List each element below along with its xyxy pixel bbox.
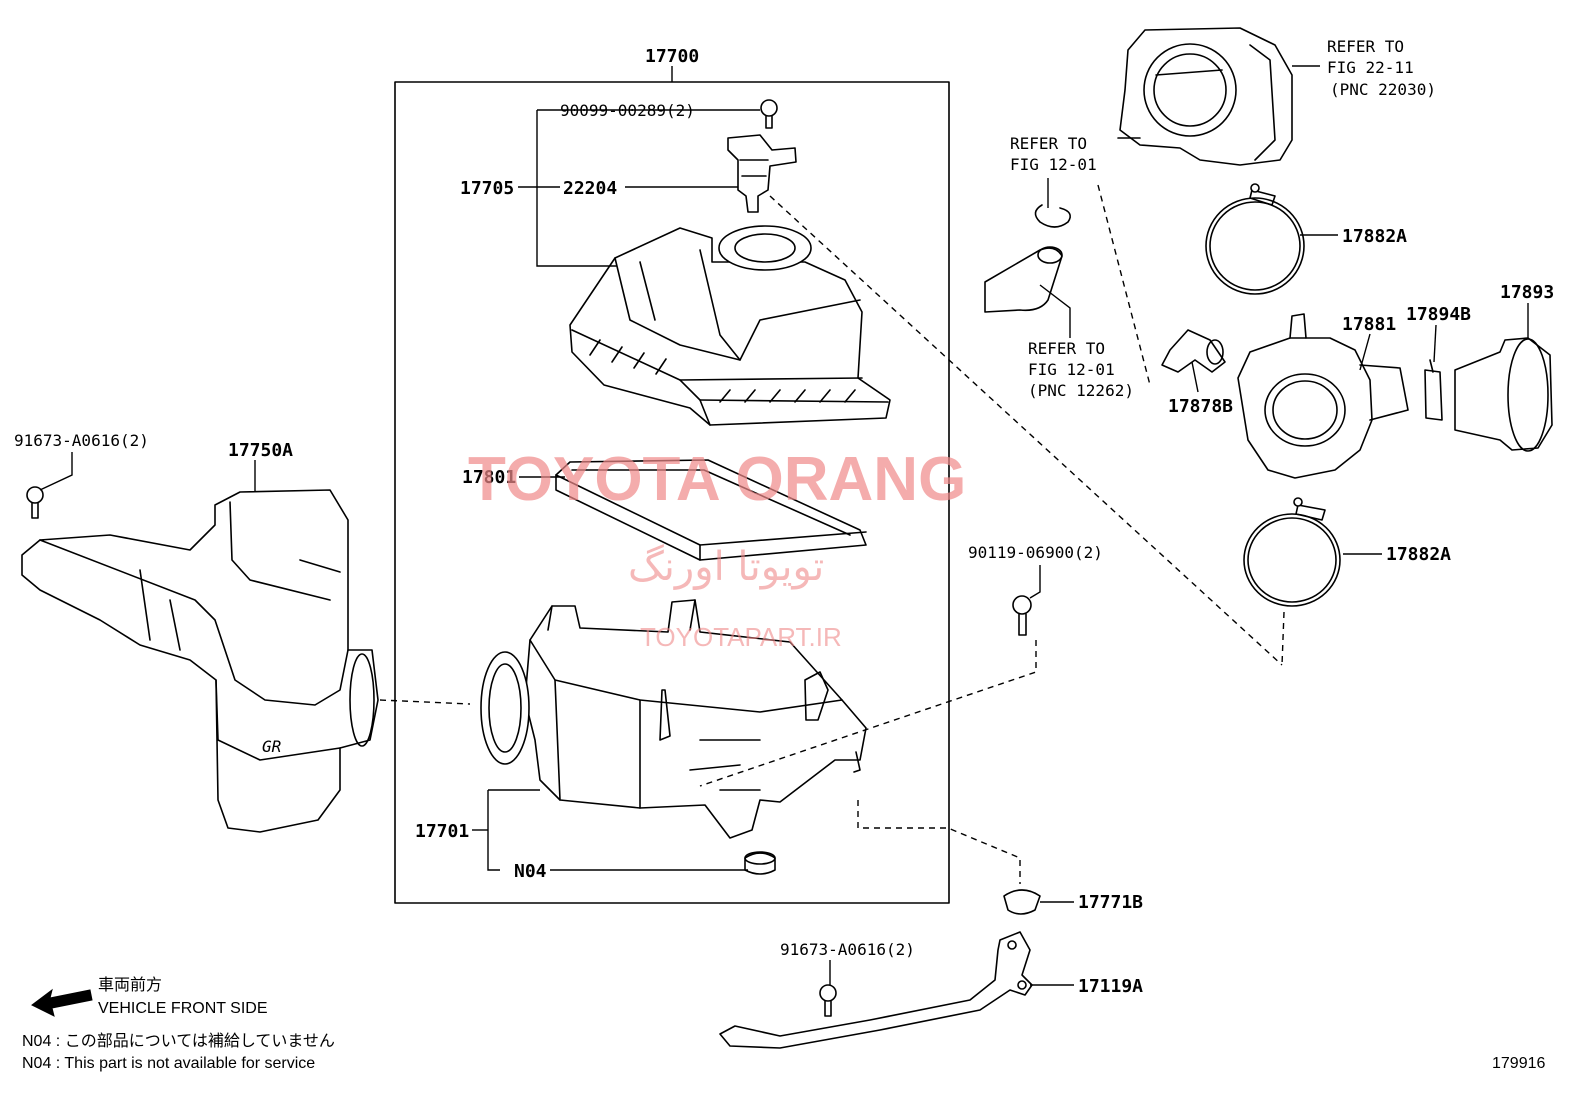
label-17881: 17881 <box>1342 314 1396 335</box>
dashed-connection-lines <box>379 184 1285 884</box>
label-22204: 22204 <box>563 178 617 199</box>
figure-number: 179916 <box>1492 1055 1545 1072</box>
label-17750a: 17750A <box>228 440 293 461</box>
label-17878b: 17878B <box>1168 396 1233 417</box>
airflow-meter-drawing <box>727 134 797 213</box>
air-cleaner-case-drawing <box>480 599 867 839</box>
direction-jp: 車両前方 <box>98 976 162 994</box>
leader-lines <box>39 65 1529 986</box>
refer-hose-line2: FIG 12-01 <box>1028 360 1115 379</box>
refer-clip-line2: FIG 12-01 <box>1010 155 1097 174</box>
clamp-17882a-top-drawing <box>1205 183 1305 295</box>
direction-en: VEHICLE FRONT SIDE <box>98 1000 268 1017</box>
intake-hose-17881-drawing <box>1237 313 1409 479</box>
watermark-persian: تویوتا اورنگ <box>628 544 824 590</box>
label-17119a: 17119A <box>1078 976 1143 997</box>
air-cleaner-cap-drawing <box>569 225 891 426</box>
callout-labels: 17700 90099-00289(2) 17705 22204 17801 1… <box>14 46 1554 997</box>
front-arrow-icon <box>31 988 93 1017</box>
bolt-91673-top-drawing <box>26 486 44 519</box>
air-inlet-duct-drawing: GR <box>21 489 379 833</box>
note-n04-jp: N04 : この部品については補給していません <box>22 1032 335 1050</box>
throttle-body-drawing <box>1117 27 1293 166</box>
refer-clip-line1: REFER TO <box>1010 134 1087 153</box>
bolt-91673-bottom-drawing <box>819 984 837 1017</box>
label-91673-bottom: 91673-A0616(2) <box>780 940 915 959</box>
watermark: TOYOTA ORANG تویوتا اورنگ TOYOTAPART.IR <box>468 445 966 652</box>
bracket-17119a-drawing <box>719 931 1033 1049</box>
watermark-site: TOYOTAPART.IR <box>640 622 842 652</box>
label-17705: 17705 <box>460 178 514 199</box>
clip-17894b-drawing <box>1424 359 1443 421</box>
refer-throttle-line1: REFER TO <box>1327 37 1404 56</box>
hose-17893-drawing <box>1454 337 1553 452</box>
label-17771b: 17771B <box>1078 892 1143 913</box>
refer-throttle-line2: FIG 22-11 <box>1327 58 1414 77</box>
label-17894b: 17894B <box>1406 304 1471 325</box>
svg-text:GR: GR <box>262 737 281 756</box>
label-17701: 17701 <box>415 821 469 842</box>
label-90099-00289: 90099-00289(2) <box>560 101 695 120</box>
label-17893: 17893 <box>1500 282 1554 303</box>
refer-notes: REFER TO FIG 22-11 (PNC 22030) REFER TO … <box>1010 37 1436 400</box>
note-n04-en: N04 : This part is not available for ser… <box>22 1055 315 1072</box>
refer-hose-line1: REFER TO <box>1028 339 1105 358</box>
air-filter-drawing <box>555 459 867 561</box>
hose-clip-drawing <box>1034 204 1071 228</box>
grommet-17771b-drawing <box>1003 889 1041 915</box>
refer-hose-line3: (PNC 12262) <box>1028 381 1134 400</box>
bolt-90099-drawing <box>760 99 778 129</box>
hose-17878b-drawing <box>1161 329 1226 373</box>
legend: 車両前方 VEHICLE FRONT SIDE N04 : この部品については補… <box>22 976 335 1072</box>
breather-hose-drawing <box>984 246 1063 313</box>
watermark-brand: TOYOTA ORANG <box>468 445 966 514</box>
label-91673-top: 91673-A0616(2) <box>14 431 149 450</box>
label-n04: N04 <box>514 861 547 882</box>
label-17882a-top: 17882A <box>1342 226 1407 247</box>
bolt-90119-drawing <box>1012 595 1032 636</box>
clamp-17882a-bottom-drawing <box>1243 497 1341 607</box>
n04-cap-drawing <box>744 851 776 875</box>
refer-throttle-line3: (PNC 22030) <box>1330 80 1436 99</box>
label-17700: 17700 <box>645 46 699 67</box>
label-17882a-bottom: 17882A <box>1386 544 1451 565</box>
label-90119-06900: 90119-06900(2) <box>968 543 1103 562</box>
label-17801: 17801 <box>462 467 516 488</box>
